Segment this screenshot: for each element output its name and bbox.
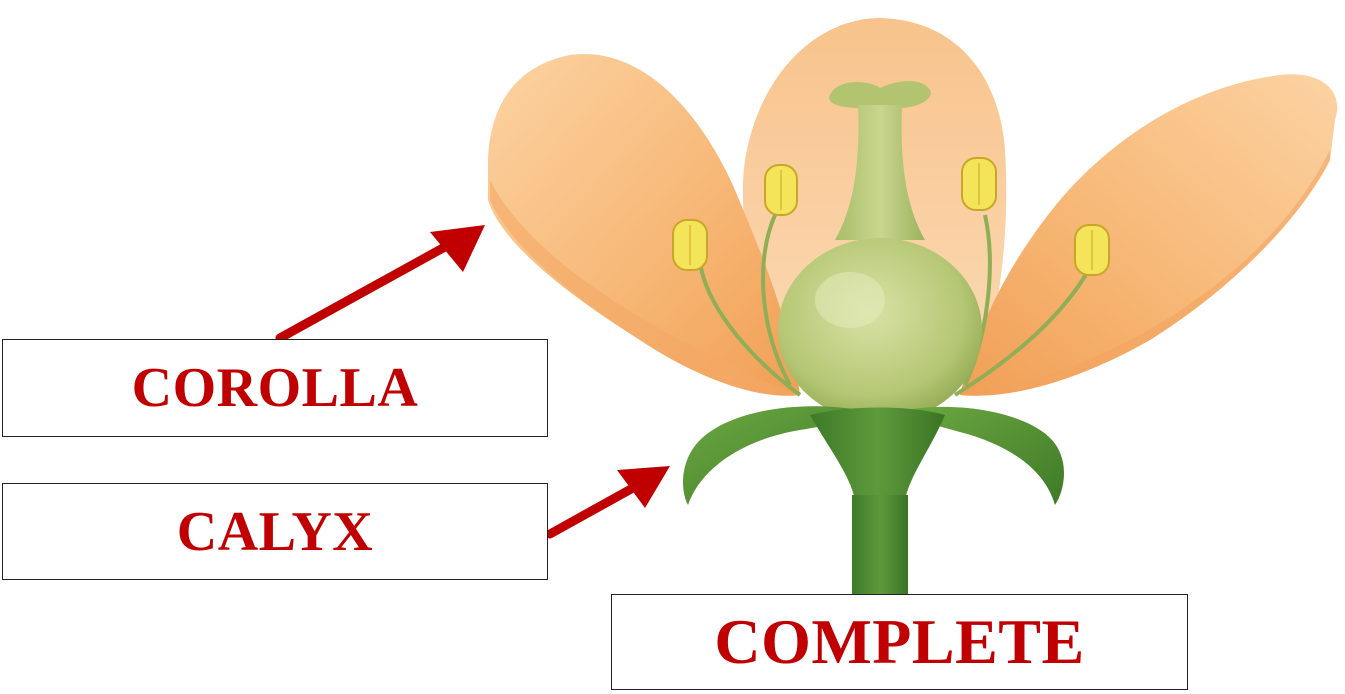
complete-label: COMPLETE bbox=[714, 606, 1085, 677]
arrow-icon bbox=[545, 466, 670, 539]
right-sepal bbox=[900, 406, 1065, 505]
corolla-label: COROLLA bbox=[131, 357, 419, 419]
calyx-label-box: CALYX bbox=[2, 483, 548, 580]
stem bbox=[852, 495, 908, 600]
corolla-label-box: COROLLA bbox=[2, 339, 548, 437]
receptacle bbox=[810, 407, 945, 500]
left-petal bbox=[488, 53, 800, 396]
ovary bbox=[778, 238, 982, 422]
left-sepal bbox=[683, 406, 870, 505]
complete-label-box: COMPLETE bbox=[611, 594, 1188, 690]
style bbox=[835, 105, 925, 240]
arrow-icon bbox=[275, 225, 485, 343]
stigma bbox=[829, 81, 931, 108]
calyx-label: CALYX bbox=[176, 500, 374, 563]
right-petal bbox=[960, 74, 1338, 396]
